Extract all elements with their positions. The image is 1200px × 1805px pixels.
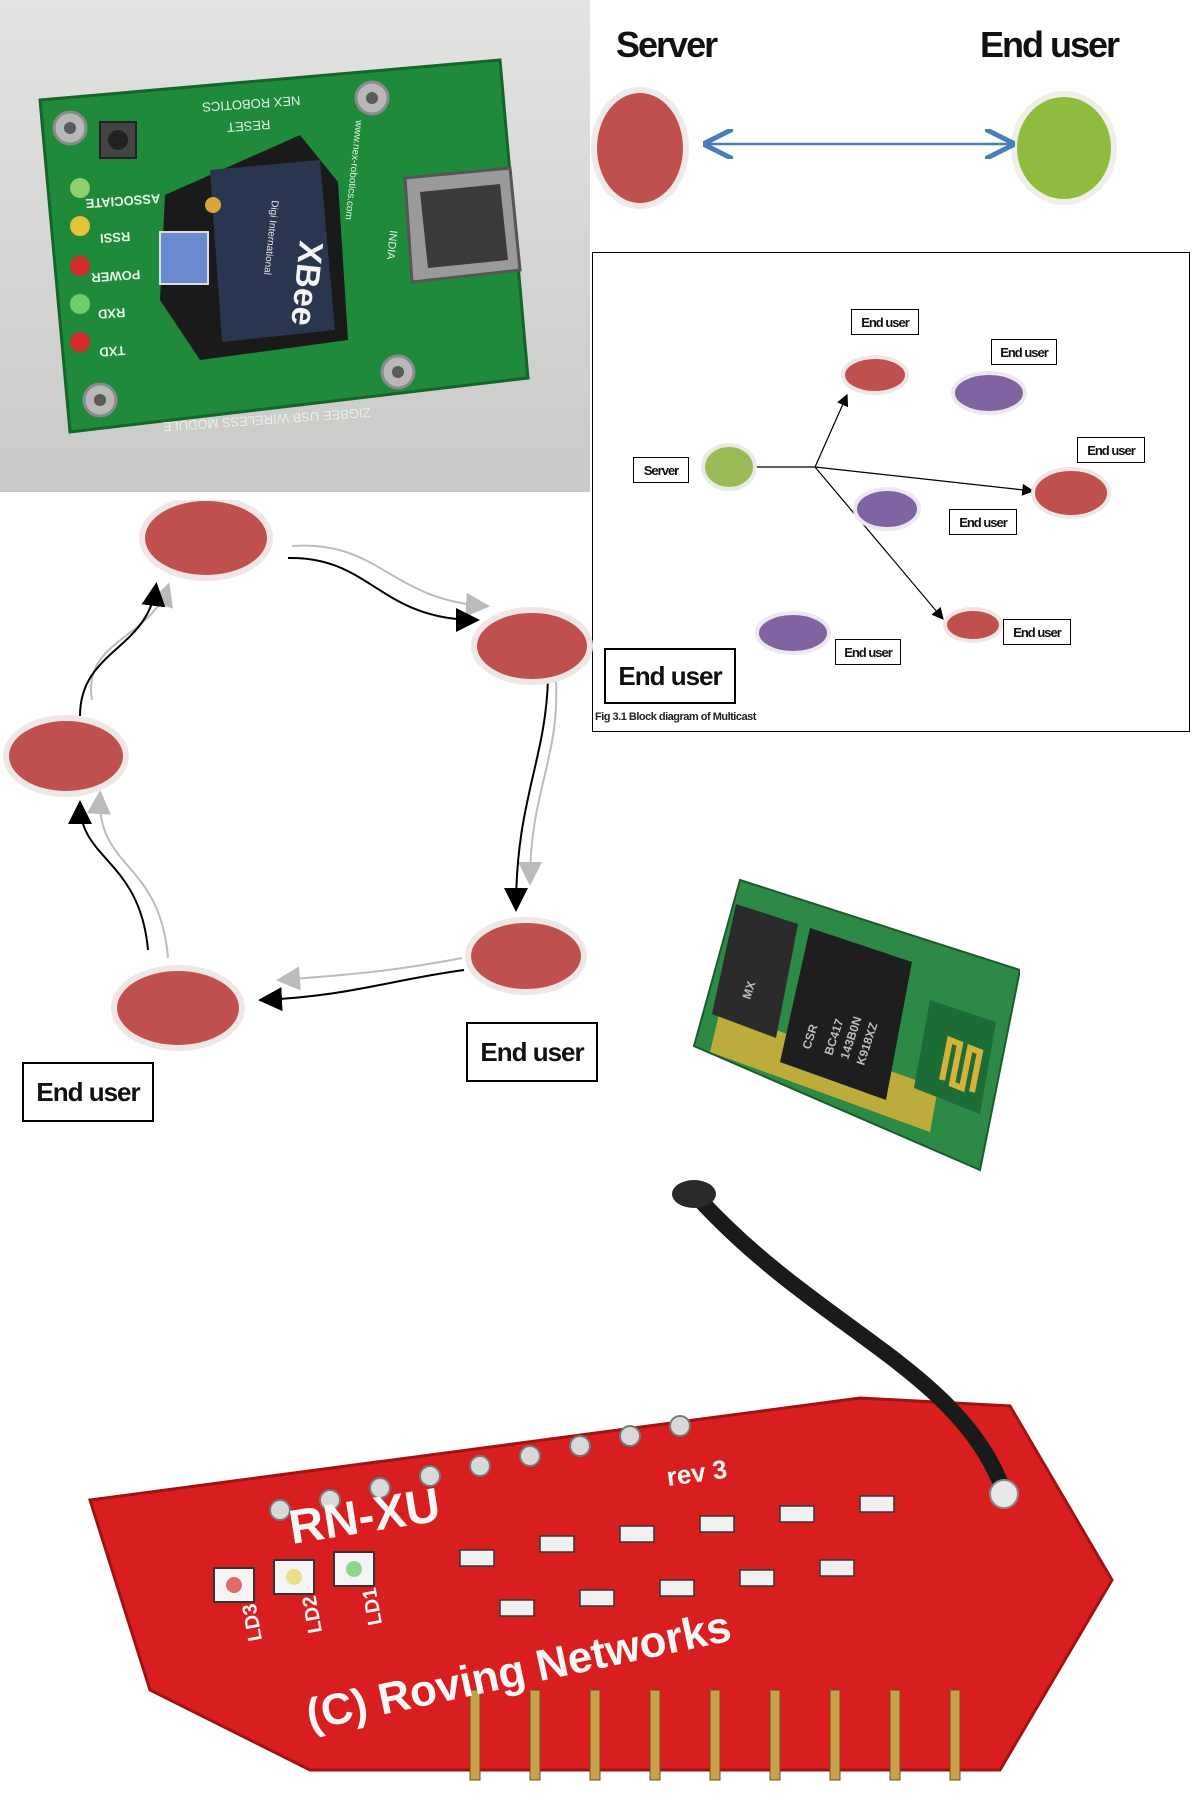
ring-link-5 — [79, 582, 166, 717]
xbee-board-drawing: NEX ROBOTICS RESET XBee Digi Internation… — [0, 0, 590, 492]
reset-label: RESET — [226, 117, 270, 135]
board-label: NEX ROBOTICS — [201, 93, 300, 115]
ring-end-user-tag: End user — [22, 1062, 154, 1122]
ring-link-1 — [287, 556, 480, 632]
led-label-rxd: RXD — [97, 305, 125, 322]
multicast-server-node — [701, 443, 757, 491]
rn-xu-photo: RN-XU rev 3 (C) Roving Networks LD3 LD2 … — [0, 1170, 1200, 1800]
multicast-red-node — [1031, 467, 1111, 519]
led-label-power: POWER — [90, 267, 141, 285]
multicast-purple-node — [853, 487, 921, 531]
status-leds — [70, 178, 90, 352]
ring-node — [471, 607, 593, 685]
country-label: INDIA — [384, 230, 399, 261]
unicast-diagram: Server End user — [590, 0, 1200, 245]
multicast-link-2 — [814, 466, 1035, 496]
led-label-txd: TXD — [99, 343, 126, 360]
multicast-server-tag: Server — [633, 457, 689, 483]
multicast-end-user-tag: End user — [991, 339, 1057, 365]
rn-xu-board-drawing: RN-XU rev 3 (C) Roving Networks LD3 LD2 … — [88, 1180, 1114, 1781]
ring-node — [139, 500, 273, 581]
multicast-purple-node — [755, 611, 831, 655]
multicast-red-node — [841, 355, 909, 395]
unicast-right-header: End user — [980, 24, 1120, 65]
multicast-end-user-tag: End user — [835, 639, 901, 665]
multicast-end-user-tag: End user — [1003, 619, 1071, 645]
multicast-purple-node — [951, 371, 1027, 415]
multicast-end-user-tag: End user — [949, 509, 1017, 535]
multicast-caption: Fig 3.1 Block diagram of Multicast — [593, 711, 815, 723]
antenna-cable — [692, 1192, 1012, 1500]
multicast-link-1 — [814, 393, 849, 468]
ring-graphic — [3, 500, 593, 1051]
ring-diagram: End user End user End user — [0, 500, 736, 1140]
chip-text-mx: MX — [740, 979, 759, 1000]
ring-end-user-tag: End user — [604, 648, 736, 704]
rn-xu-pcb — [88, 1396, 1114, 1772]
bluetooth-module-photo: CSR BC417 143B0N K918XZ MX — [680, 860, 1022, 1180]
module-brand-label: XBee — [283, 239, 330, 328]
unicast-server-node — [591, 87, 689, 209]
ring-link-4 — [68, 800, 149, 951]
bluetooth-module-drawing: CSR BC417 143B0N K918XZ MX — [692, 878, 1022, 1172]
multicast-end-user-tag: End user — [1077, 437, 1145, 463]
unicast-left-header: Server — [616, 24, 718, 65]
ring-node — [465, 917, 587, 995]
multicast-graphic — [701, 355, 1111, 655]
ring-link-3 — [258, 969, 465, 1012]
multicast-red-node — [943, 607, 1003, 643]
led-label-associate: ASSOCIATE — [85, 191, 161, 211]
ring-node — [3, 715, 129, 797]
unicast-graphic — [591, 87, 1117, 209]
unicast-end-user-node — [1011, 91, 1117, 205]
multicast-end-user-tag: End user — [851, 309, 919, 335]
ring-node — [111, 965, 245, 1051]
ring-link-2 — [504, 677, 549, 912]
multicast-link-3 — [814, 466, 944, 620]
led-label-rssi: RSSI — [100, 229, 131, 246]
xbee-photo: NEX ROBOTICS RESET XBee Digi Internation… — [0, 0, 590, 492]
ring-end-user-tag: End user — [466, 1022, 598, 1082]
